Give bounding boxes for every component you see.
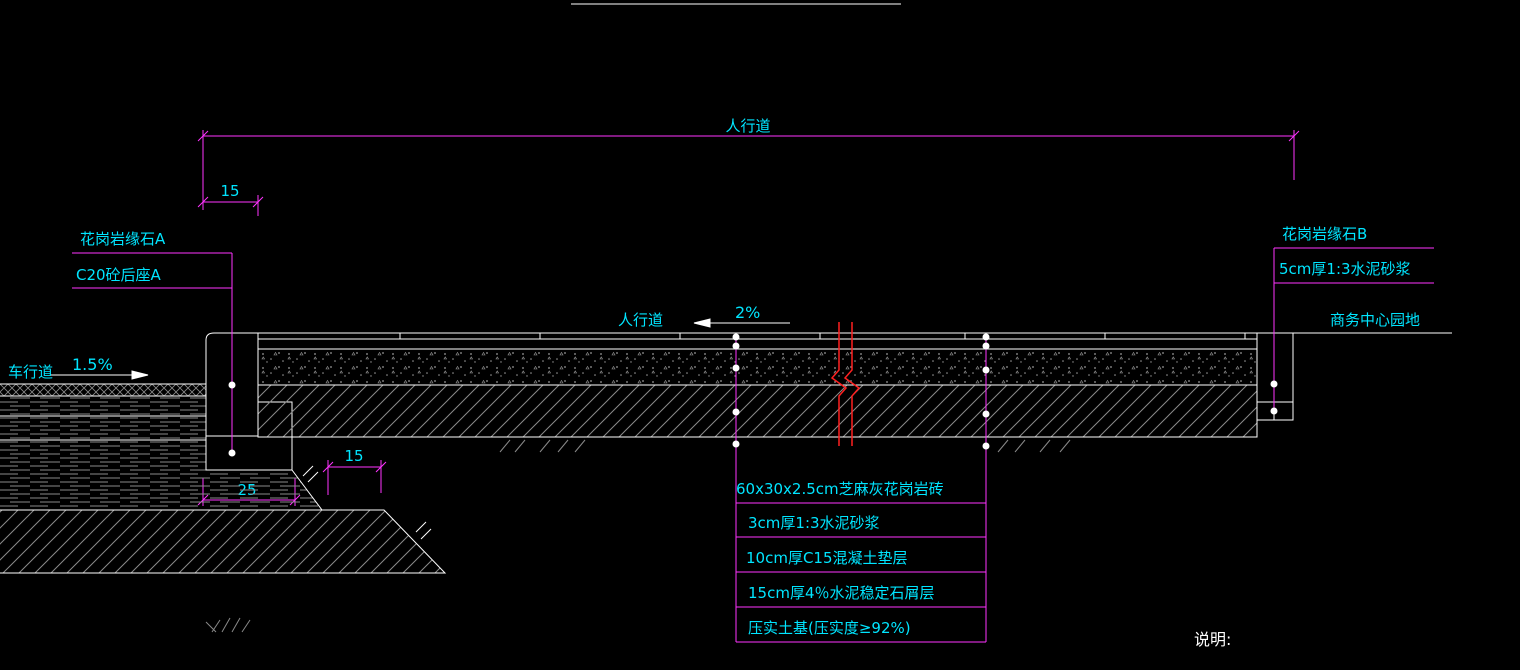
roadway-section	[0, 383, 447, 574]
sidewalk-slope-arrow	[693, 318, 790, 328]
roadway-slope-arrow	[50, 370, 149, 380]
sidewalk-label: 人行道	[618, 311, 663, 329]
right-offset-dim-text: 15	[344, 447, 363, 465]
ground-mark-mid	[499, 439, 1071, 453]
leader-left	[72, 252, 233, 453]
curb-b	[1256, 332, 1452, 421]
sidewalk-slope-text: 2%	[735, 303, 760, 322]
layer-2-label: 3cm厚1:3水泥砂浆	[748, 514, 880, 532]
layer-1-label: 60x30x2.5cm芝麻灰花岗岩砖	[736, 480, 944, 498]
sidewalk-section	[257, 332, 1258, 438]
curb-a-width-dim-text: 15	[220, 182, 239, 200]
business-green-label: 商务中心园地	[1330, 311, 1420, 329]
layer-5-label: 压实土基(压实度≥92%)	[748, 619, 911, 637]
leader-dots	[228, 333, 1278, 457]
break-line	[830, 322, 861, 446]
dimension-curb-a-width	[197, 195, 264, 216]
sidewalk-width-dim-text: 人行道	[725, 117, 770, 135]
note-title: 说明:	[1194, 630, 1231, 649]
dimension-sidewalk-width	[197, 130, 1300, 210]
curb-b-label: 花岗岩缘石B	[1282, 225, 1367, 243]
layer-4-label: 15cm厚4％水泥稳定石屑层	[748, 584, 935, 602]
dimension-right-offset	[322, 460, 387, 495]
leader-layers	[735, 337, 987, 643]
concrete-backing-label: C20砼后座A	[76, 266, 162, 284]
curb-a-label: 花岗岩缘石A	[80, 230, 166, 248]
ground-mark-left	[205, 617, 251, 633]
layer-3-label: 10cm厚C15混凝土垫层	[746, 549, 908, 567]
roadway-label: 车行道	[8, 363, 53, 381]
mortar-label-right: 5cm厚1:3水泥砂浆	[1279, 260, 1411, 278]
slope-ticks	[302, 465, 432, 540]
roadway-slope-text: 1.5%	[72, 355, 113, 374]
